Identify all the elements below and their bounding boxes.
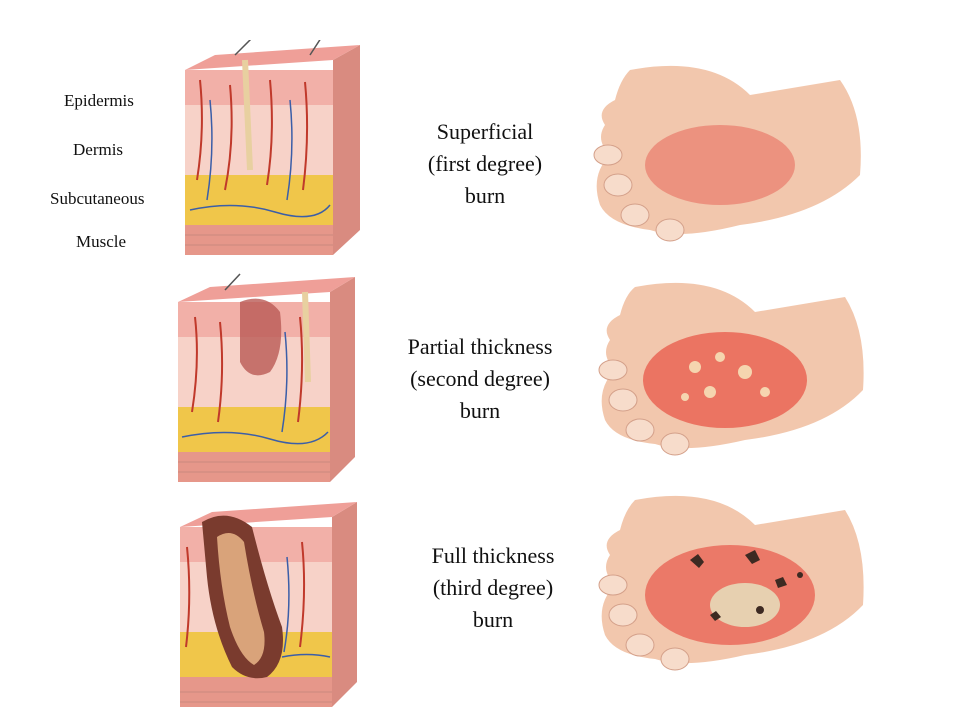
skin-cross-section-full — [180, 502, 357, 707]
layer-label-subcutaneous: Subcutaneous — [50, 189, 145, 208]
caption-superficial-burn: Superficial (first degree) burn — [427, 119, 543, 208]
hand-full-thickness-burn — [598, 495, 864, 671]
layer-label-dermis: Dermis — [73, 140, 124, 159]
hand-superficial-burn — [593, 65, 861, 242]
layer-label-muscle: Muscle — [76, 232, 127, 251]
caption-partial-thickness-burn: Partial thickness (second degree) burn — [407, 334, 553, 423]
hand-partial-thickness-burn — [598, 282, 864, 456]
skin-cross-section-superficial — [185, 40, 360, 255]
skin-cross-section-partial — [178, 273, 355, 482]
caption-full-thickness-burn: Full thickness (third degree) burn — [431, 543, 555, 632]
layer-label-epidermis: Epidermis — [64, 91, 134, 110]
